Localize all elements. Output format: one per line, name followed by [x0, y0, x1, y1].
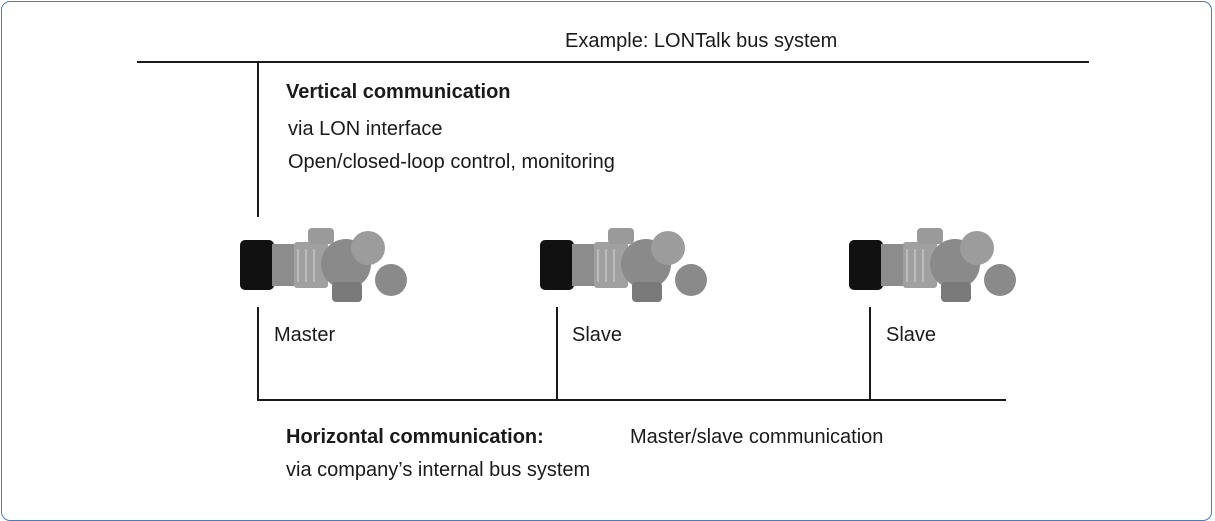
vertical-line1: via LON interface	[288, 118, 443, 140]
internal-bus-line	[257, 399, 1006, 401]
slave1-label: Slave	[572, 324, 623, 346]
slave1-connector	[556, 307, 558, 401]
horizontal-detail: Master/slave communication	[630, 426, 884, 448]
slave2-connector	[869, 307, 871, 401]
horizontal-heading: Horizontal communication:	[286, 426, 544, 448]
slave2-label: Slave	[886, 324, 937, 346]
master-motor-image	[236, 222, 411, 307]
master-label: Master	[274, 324, 336, 346]
horizontal-line2: via company’s internal bus system	[286, 459, 591, 481]
slave2-motor-image	[845, 222, 1020, 307]
lon-bus-line	[137, 61, 1089, 63]
diagram-title: Example: LONTalk bus system	[565, 30, 838, 52]
vertical-heading: Vertical communication	[286, 81, 511, 103]
vertical-line2: Open/closed-loop control, monitoring	[288, 151, 615, 173]
vertical-connector	[257, 61, 259, 217]
slave1-motor-image	[536, 222, 711, 307]
master-connector	[257, 307, 259, 401]
